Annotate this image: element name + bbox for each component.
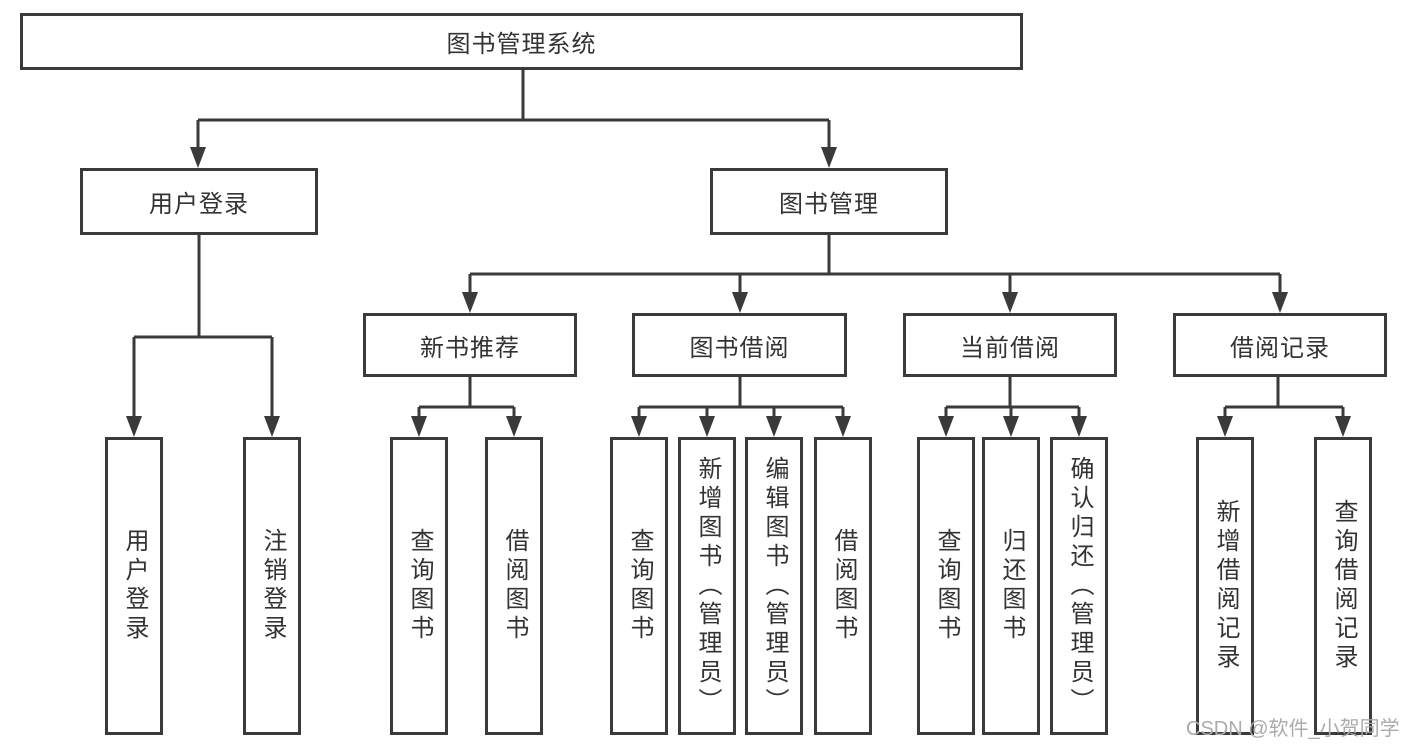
node-add-borrow-record: 新增借阅记录 (1196, 437, 1254, 735)
branch-book-management (462, 235, 1288, 313)
csdn-watermark: CSDN @软件_小贺同学 (1186, 718, 1400, 740)
node-current-borrowing: 当前借阅 (903, 313, 1117, 377)
branch-book-borrowing (631, 377, 851, 437)
node-borrow-books-recommend: 借阅图书 (485, 437, 543, 735)
node-borrow-books-recommend-label: 借阅图书 (501, 528, 528, 644)
node-library-system-root: 图书管理系统 (20, 13, 1023, 70)
node-book-management: 图书管理 (710, 168, 948, 235)
node-query-books-borrowing: 查询图书 (610, 437, 668, 735)
branch-root (190, 70, 837, 168)
branch-user-login (126, 235, 280, 437)
node-book-borrowing: 图书借阅 (632, 313, 847, 377)
node-add-borrow-record-label: 新增借阅记录 (1212, 499, 1239, 673)
node-edit-books-admin: 编辑图书（管理员） (745, 437, 803, 735)
node-query-books-current: 查询图书 (917, 437, 975, 735)
node-query-books-current-label: 查询图书 (933, 528, 960, 644)
node-borrow-books-borrowing-label: 借阅图书 (830, 528, 857, 644)
branch-current-borrowing (938, 377, 1087, 437)
branch-new-book-recommend (411, 377, 522, 437)
node-query-borrow-record-label: 查询借阅记录 (1330, 499, 1357, 673)
node-confirm-return-admin-label: 确认归还（管理员） (1066, 455, 1093, 717)
branch-borrowing-records (1217, 377, 1351, 437)
node-add-books-admin-label: 新增图书（管理员） (694, 455, 721, 717)
node-add-books-admin: 新增图书（管理员） (678, 437, 736, 735)
node-user-login-leaf: 用户登录 (105, 437, 163, 735)
node-edit-books-admin-label: 编辑图书（管理员） (761, 455, 788, 717)
node-logout-leaf: 注销登录 (243, 437, 301, 735)
node-query-borrow-record: 查询借阅记录 (1314, 437, 1372, 735)
node-query-books-recommend: 查询图书 (390, 437, 448, 735)
node-return-books-label: 归还图书 (998, 528, 1025, 644)
node-borrowing-records: 借阅记录 (1173, 313, 1387, 377)
node-borrow-books-borrowing: 借阅图书 (814, 437, 872, 735)
node-query-books-borrowing-label: 查询图书 (626, 528, 653, 644)
node-confirm-return-admin: 确认归还（管理员） (1050, 437, 1108, 735)
node-user-login: 用户登录 (80, 168, 318, 235)
node-logout-leaf-label: 注销登录 (259, 528, 286, 644)
node-return-books: 归还图书 (982, 437, 1040, 735)
node-new-book-recommend: 新书推荐 (363, 313, 577, 377)
node-query-books-recommend-label: 查询图书 (406, 528, 433, 644)
node-user-login-leaf-label: 用户登录 (121, 528, 148, 644)
